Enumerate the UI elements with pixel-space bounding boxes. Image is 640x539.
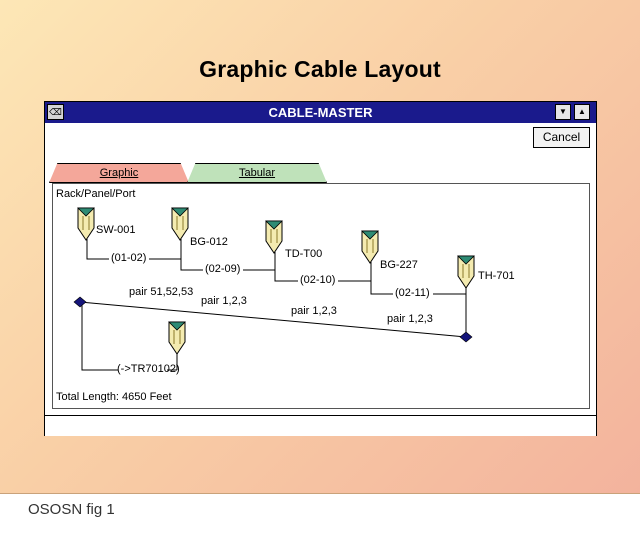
minimize-button[interactable]: ▼ <box>555 104 571 120</box>
slide-background: Graphic Cable Layout ⌫ CABLE-MASTER ▼ ▲ … <box>0 0 640 494</box>
connector-line <box>370 262 393 295</box>
connector-line <box>180 239 203 271</box>
graphic-panel: Rack/Panel/Port <box>52 183 590 409</box>
connector-line <box>433 286 467 295</box>
link-label: (02-09) <box>205 263 241 275</box>
title-bar: ⌫ CABLE-MASTER ▼ ▲ <box>45 102 596 123</box>
cable-node-end[interactable] <box>459 331 473 343</box>
device-label: BG-012 <box>190 236 228 248</box>
link-label: (02-10) <box>300 274 336 286</box>
cable-node-start[interactable] <box>73 296 87 308</box>
pair-label: pair 1,2,3 <box>201 295 247 307</box>
branch-line <box>81 302 118 371</box>
status-bar <box>45 415 596 436</box>
device-td-t00-icon[interactable] <box>265 220 283 254</box>
cable-diagram <box>73 207 475 371</box>
rack-panel-port-label: Rack/Panel/Port <box>56 188 136 200</box>
device-label: TD-T00 <box>285 248 323 260</box>
main-cable-line <box>79 301 467 338</box>
cancel-button[interactable]: Cancel <box>533 127 590 148</box>
maximize-button[interactable]: ▲ <box>574 104 590 120</box>
pair-label: pair 51,52,53 <box>129 286 194 298</box>
device-label: BG-227 <box>380 259 418 271</box>
pair-label: pair 1,2,3 <box>291 305 337 317</box>
device-label: SW-001 <box>96 224 136 236</box>
tab-graphic[interactable]: Graphic <box>49 163 189 183</box>
cable-master-window: ⌫ CABLE-MASTER ▼ ▲ Cancel Graphic Tabula… <box>44 101 597 436</box>
device-bg-227-icon[interactable] <box>361 230 379 264</box>
connector-line <box>86 239 109 260</box>
device-tr70102-icon[interactable] <box>168 321 186 355</box>
device-th-701-icon[interactable] <box>457 255 475 289</box>
link-label: (02-11) <box>395 287 430 299</box>
window-title: CABLE-MASTER <box>268 105 373 120</box>
branch-label: (->TR70102) <box>117 363 180 375</box>
total-length-label: Total Length: 4650 Feet <box>56 391 172 403</box>
pair-label: pair 1,2,3 <box>387 313 433 325</box>
link-label: (01-02) <box>111 252 147 264</box>
slide-title: Graphic Cable Layout <box>199 56 441 82</box>
device-bg-012-icon[interactable] <box>171 207 189 241</box>
system-menu-icon[interactable]: ⌫ <box>47 104 64 120</box>
connector-line <box>274 252 298 282</box>
device-label: TH-701 <box>478 270 515 282</box>
tab-tabular[interactable]: Tabular <box>187 163 327 183</box>
device-sw-001-icon[interactable] <box>77 207 95 241</box>
figure-caption: OSOSN fig 1 <box>28 501 115 518</box>
